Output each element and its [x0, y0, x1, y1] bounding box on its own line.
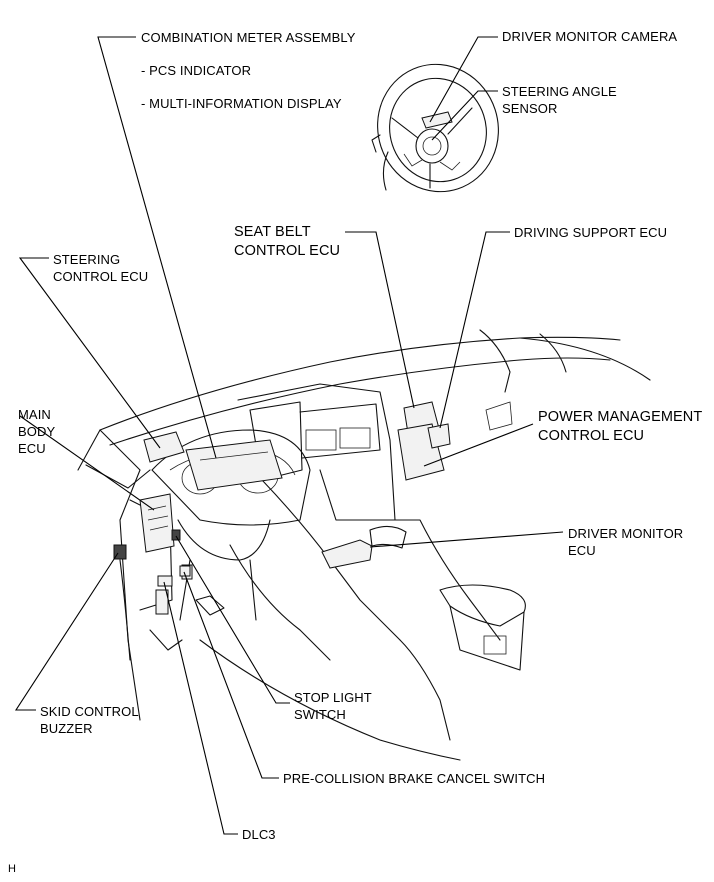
label-driver-monitor-ecu-line1: DRIVER MONITOR — [568, 526, 684, 541]
label-steering-angle-sensor-line2: SENSOR — [502, 101, 558, 116]
label-driver-monitor-ecu-line2: ECU — [568, 543, 596, 558]
label-steering-control-ecu-line2: CONTROL ECU — [53, 269, 149, 284]
label-power-management-ecu-line1: POWER MANAGEMENT — [538, 409, 703, 425]
label-dlc3: DLC3 — [242, 827, 276, 842]
ecu-components — [113, 401, 451, 587]
main-body-ecu-part — [139, 493, 175, 553]
label-seat-belt-ecu-line2: CONTROL ECU — [234, 243, 341, 259]
label-main-body-ecu-line2: BODY — [18, 424, 56, 439]
label-pre-collision-brake-cancel-switch: PRE-COLLISION BRAKE CANCEL SWITCH — [283, 771, 546, 786]
label-stop-light-switch-line1: STOP LIGHT — [294, 690, 372, 705]
label-driving-support-ecu: DRIVING SUPPORT ECU — [514, 225, 668, 240]
label-main-body-ecu-line1: MAIN — [18, 407, 51, 422]
label-driver-monitor-camera: DRIVER MONITOR CAMERA — [502, 29, 678, 44]
label-stop-light-switch-line2: SWITCH — [294, 707, 346, 722]
label-main-body-ecu-line3: ECU — [18, 441, 46, 456]
stop-light-switch-part — [171, 529, 181, 541]
label-combination-meter: COMBINATION METER ASSEMBLY — [141, 30, 356, 45]
combination-meter-part — [185, 439, 283, 491]
driving-support-ecu-part — [427, 423, 451, 449]
label-power-management-ecu-line2: CONTROL ECU — [538, 428, 645, 444]
label-skid-control-buzzer-line1: SKID CONTROL — [40, 704, 139, 719]
label-multi-information-display: - MULTI-INFORMATION DISPLAY — [141, 96, 342, 111]
label-steering-control-ecu-line1: STEERING — [53, 252, 121, 267]
leader-lines — [14, 36, 564, 835]
label-pcs-indicator: - PCS INDICATOR — [141, 63, 252, 78]
steering-wheel-drawing — [371, 63, 499, 193]
driver-monitor-ecu-part — [321, 539, 373, 569]
label-skid-control-buzzer-line2: BUZZER — [40, 721, 93, 736]
label-steering-angle-sensor-line1: STEERING ANGLE — [502, 84, 617, 99]
figure-code: H — [8, 863, 17, 875]
steering-control-ecu-part — [143, 431, 185, 463]
label-seat-belt-ecu-line1: SEAT BELT — [234, 224, 311, 240]
